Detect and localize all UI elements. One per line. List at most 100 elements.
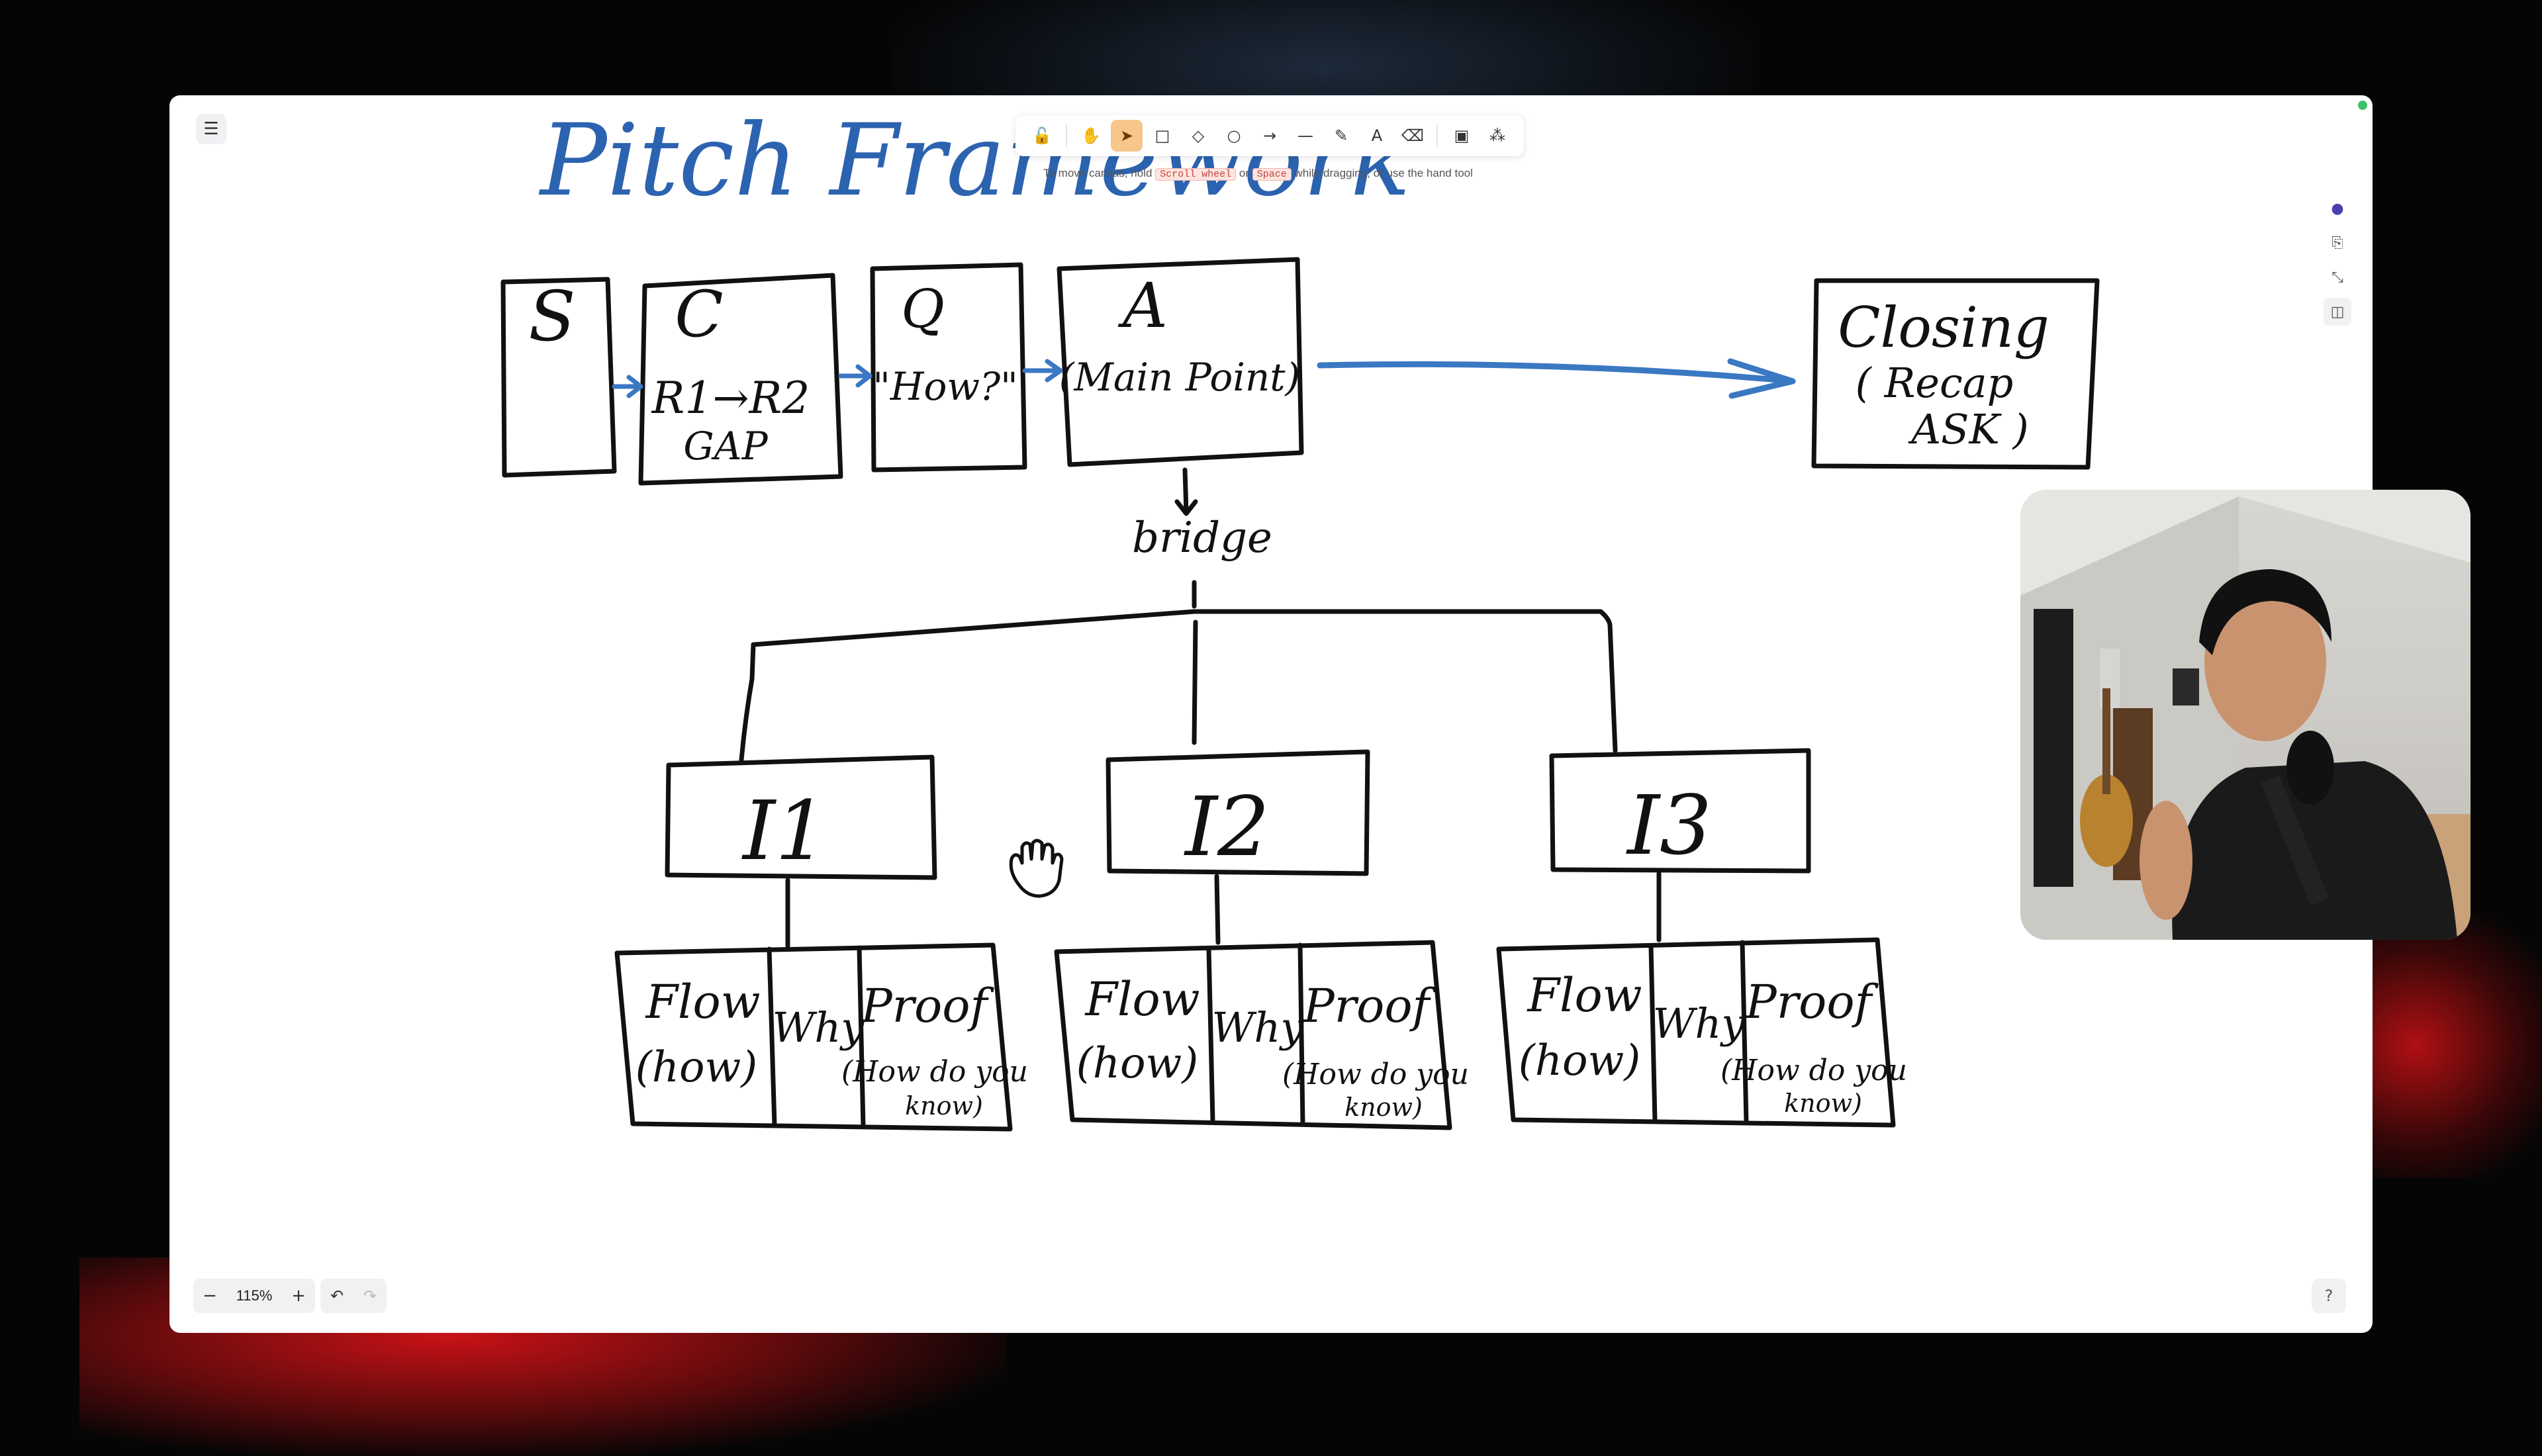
c-to-q-arrow	[838, 364, 872, 388]
ellipse-icon: ○	[1227, 126, 1241, 145]
background-glow-right	[2357, 913, 2542, 1178]
hand-tool[interactable]: ✋	[1075, 120, 1107, 152]
undo-icon: ↶	[330, 1287, 344, 1305]
grid-3-flow: Flow	[1526, 968, 1642, 1023]
s-to-c-arrow	[612, 375, 643, 398]
grid-1-flow-sub: (how)	[636, 1043, 757, 1092]
i3-box	[1549, 748, 1811, 874]
hint-after: while dragging, or use the hand tool	[1294, 167, 1473, 179]
arrow-tool[interactable]: →	[1254, 120, 1286, 152]
diamond-icon: ◇	[1192, 126, 1205, 145]
undo-button[interactable]: ↶	[320, 1279, 353, 1313]
grid-3-why: Why	[1653, 999, 1746, 1048]
sidebar-icon: ◫	[2330, 303, 2345, 320]
text-icon: A	[1371, 126, 1383, 145]
diamond-tool[interactable]: ◇	[1182, 120, 1214, 152]
closing-box	[1811, 278, 2100, 470]
export-icon: ⎘	[2331, 234, 2343, 251]
draw-tool[interactable]: ✎	[1325, 120, 1357, 152]
grid-2	[1054, 940, 1452, 1130]
image-icon: ▣	[1454, 126, 1470, 145]
c-box	[638, 273, 843, 486]
q-sub: "How?"	[872, 364, 1018, 409]
pencil-icon: ✎	[1334, 126, 1348, 145]
rectangle-tool[interactable]: □	[1147, 120, 1178, 152]
line-tool[interactable]: —	[1290, 120, 1321, 152]
main-menu-button[interactable]: ☰	[196, 114, 226, 144]
eraser-icon: ⌫	[1401, 126, 1424, 145]
right-side-tools: ● ⎘ ⤡ ◫	[2322, 195, 2353, 326]
closing-label: Closing	[1838, 295, 2049, 360]
bridge-label: bridge	[1132, 514, 1272, 563]
sidebar-toggle-button[interactable]: ◫	[2324, 298, 2351, 326]
help-button[interactable]: ?	[2312, 1279, 2346, 1313]
history-group: ↶ ↷	[320, 1279, 387, 1313]
grid-1-why: Why	[773, 1003, 865, 1052]
grid-2-proof: Proof	[1302, 979, 1437, 1033]
bridge-arrow	[1174, 467, 1198, 516]
zoom-out-button[interactable]: −	[193, 1279, 226, 1313]
a-to-closing-arrow	[1317, 358, 1796, 399]
arrow-icon: →	[1262, 126, 1277, 145]
grid-1-proof: Proof	[860, 979, 995, 1033]
whiteboard-canvas[interactable]: Pitch Framework	[169, 95, 2373, 1333]
q-box	[870, 262, 1027, 473]
image-tool[interactable]: ▣	[1446, 120, 1478, 152]
a-box	[1057, 257, 1304, 467]
grid-2-proof-sub-1: (How do you	[1282, 1058, 1469, 1091]
theme-button[interactable]: ●	[2324, 195, 2351, 222]
closing-sub-2: ASK )	[1908, 405, 2028, 453]
closing-sub-1: ( Recap	[1856, 359, 2014, 407]
menu-icon: ☰	[203, 119, 219, 139]
zoom-group: − 115% +	[193, 1279, 315, 1313]
toolbar-divider	[1066, 124, 1067, 147]
export-button[interactable]: ⎘	[2324, 229, 2351, 257]
fullscreen-button[interactable]: ⤡	[2324, 263, 2351, 291]
grid-1-proof-sub-1: (How do you	[841, 1055, 1028, 1089]
grid-2-proof-sub-2: know)	[1344, 1093, 1423, 1122]
i1-box	[665, 754, 937, 880]
ellipse-tool[interactable]: ○	[1218, 120, 1250, 152]
grid-1	[614, 942, 1013, 1132]
redo-button[interactable]: ↷	[353, 1279, 387, 1313]
q-label: Q	[901, 278, 945, 340]
plus-icon: +	[291, 1286, 306, 1306]
toolbar-divider	[1436, 124, 1438, 147]
a-sub: (Main Point)	[1059, 355, 1300, 400]
i1-label: I1	[741, 784, 827, 879]
grid-2-flow: Flow	[1084, 972, 1200, 1026]
hint-key-space: Space	[1252, 168, 1292, 181]
status-dot	[2358, 101, 2367, 110]
webcam-scene	[2020, 490, 2471, 940]
drawing-toolbar: 🔓 ✋ ➤ □ ◇ ○ → — ✎ A ⌫ ▣ ⁂	[1015, 115, 1524, 156]
fullscreen-icon: ⤡	[2331, 269, 2343, 286]
i3-label: I3	[1626, 778, 1712, 874]
hint-key-scroll: Scroll wheel	[1155, 168, 1237, 181]
grid-3-proof: Proof	[1744, 975, 1879, 1029]
lock-tool[interactable]: 🔓	[1026, 120, 1058, 152]
c-sub-2: GAP	[683, 424, 768, 469]
zoom-level[interactable]: 115%	[236, 1287, 273, 1304]
grid-2-flow-sub: (how)	[1076, 1039, 1198, 1088]
library-tool[interactable]: ⁂	[1482, 120, 1513, 152]
webcam-overlay	[2020, 490, 2471, 940]
grid-3-flow-sub: (how)	[1519, 1036, 1640, 1085]
hand-cursor-icon	[1009, 839, 1064, 898]
grid-1-proof-sub-2: know)	[905, 1091, 983, 1120]
selection-tool[interactable]: ➤	[1111, 120, 1143, 152]
theme-icon: ●	[2331, 200, 2344, 217]
c-label: C	[675, 277, 723, 351]
tree-middle-branch	[1192, 619, 1198, 745]
lock-icon: 🔓	[1032, 126, 1052, 145]
s-box	[500, 277, 617, 478]
c-sub-1: R1→R2	[651, 373, 810, 424]
zoom-in-button[interactable]: +	[282, 1279, 315, 1313]
eraser-tool[interactable]: ⌫	[1397, 120, 1429, 152]
s-label: S	[528, 276, 575, 357]
grid-2-why: Why	[1212, 1003, 1305, 1052]
grid-1-flow: Flow	[644, 975, 760, 1029]
text-tool[interactable]: A	[1361, 120, 1393, 152]
hint-before: To move canvas, hold	[1043, 167, 1153, 179]
grid-3-proof-sub-2: know)	[1784, 1089, 1862, 1118]
grid-3	[1496, 937, 1896, 1128]
